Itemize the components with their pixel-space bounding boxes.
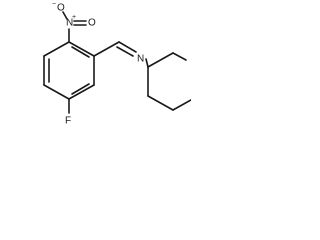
nitro-group: N + O − O xyxy=(52,1,96,43)
ring-bond xyxy=(147,95,174,111)
nitro-nitrogen: N xyxy=(66,18,73,29)
ring-bond xyxy=(68,84,95,100)
ring-bond xyxy=(43,41,70,57)
aniline-ring xyxy=(172,52,187,61)
chemical-structure: N + O − O F N xyxy=(43,1,191,127)
right-benzene-ring xyxy=(145,52,191,111)
ring-bond xyxy=(172,52,187,61)
nitro-oxygen-top: O xyxy=(57,3,65,14)
fluorine-atom: F xyxy=(65,116,71,127)
ring-bond xyxy=(147,52,174,68)
ch-n-double-bond xyxy=(116,46,134,57)
imine-nitrogen: N xyxy=(137,54,144,65)
nitro-oxygen-side: O xyxy=(88,18,96,29)
fluoro-group: F xyxy=(65,98,71,127)
imine-linker: N xyxy=(93,41,144,65)
ring-ch-bond xyxy=(93,41,120,57)
ring-bond xyxy=(68,41,95,57)
n-ring-bond xyxy=(145,58,149,68)
nitro-nitrogen-charge: + xyxy=(72,14,76,21)
ring-double-bond xyxy=(71,83,90,95)
ring-double-bond xyxy=(71,46,90,58)
ring-bond xyxy=(43,84,70,100)
ch-n-double-bond xyxy=(118,41,137,53)
left-benzene-ring xyxy=(43,41,95,100)
nitro-oxygen-charge: − xyxy=(52,1,56,8)
ring-bond xyxy=(172,99,191,111)
n-o-single-bond xyxy=(62,11,68,20)
